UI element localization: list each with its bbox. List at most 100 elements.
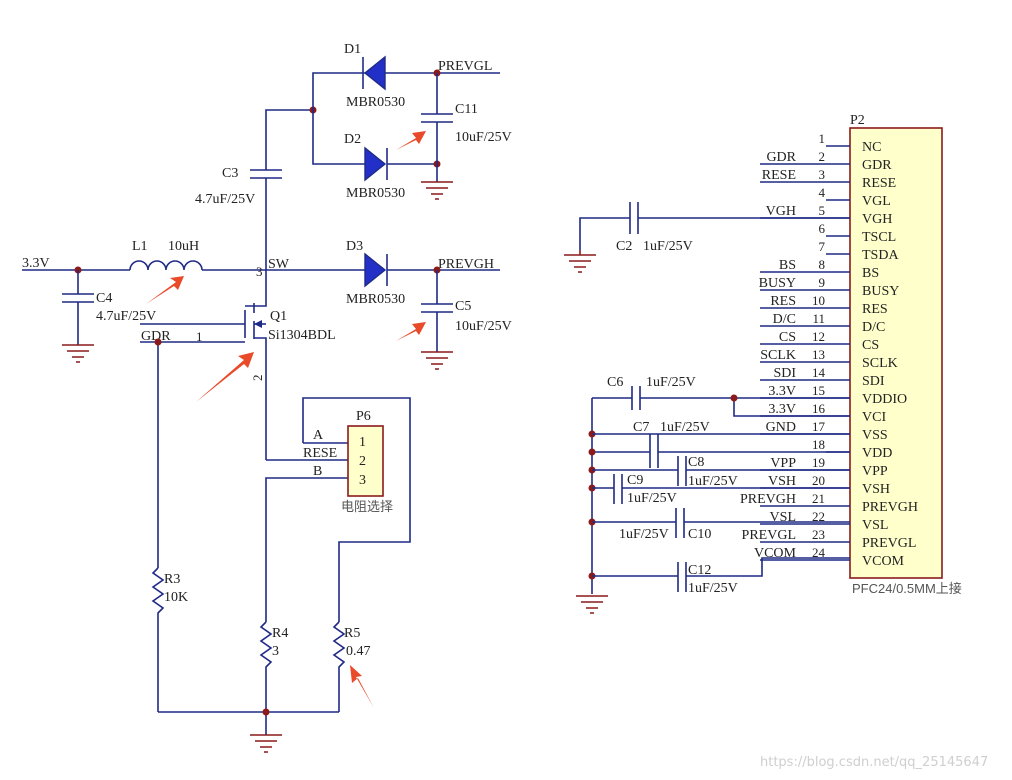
wire-c4	[62, 270, 94, 345]
d2-ref: D2	[344, 132, 361, 147]
annotation-arrow-c5	[396, 322, 426, 341]
p2-pin-name: RESE	[862, 176, 896, 191]
watermark: https://blog.csdn.net/qq_25145647	[760, 755, 988, 770]
c12-value: 1uF/25V	[688, 581, 738, 596]
wire-p6-b	[265, 477, 348, 622]
c4-ref: C4	[96, 291, 112, 306]
wire-gdr	[140, 341, 245, 568]
annotation-arrow-q1	[196, 352, 254, 402]
p2-pin-number: 21	[812, 491, 825, 506]
c9-ref: C9	[627, 473, 643, 488]
c7-ref: C7	[633, 420, 649, 435]
p2-pin-name: GDR	[862, 158, 892, 173]
p2-pin-number: 17	[812, 419, 826, 434]
p2-pin-name: PREVGH	[862, 500, 918, 515]
p2-pin-number: 10	[812, 293, 825, 308]
p6-pin1: 1	[359, 435, 366, 450]
junction-gdr	[154, 338, 162, 346]
p2-pin-number: 24	[812, 545, 826, 560]
annotation-arrow-l1	[146, 276, 184, 304]
p2-pin-number: 7	[819, 239, 826, 254]
wire-c2	[579, 202, 850, 250]
diode-d2	[364, 146, 387, 182]
p2-pin-name: VCI	[862, 410, 886, 425]
junction-c7b	[588, 448, 596, 456]
p2-net-label: SCLK	[760, 348, 796, 363]
p6-label-b: B	[313, 464, 322, 479]
c7-value: 1uF/25V	[660, 420, 710, 435]
c3-value: 4.7uF/25V	[195, 192, 255, 207]
p2-pin-name: VGH	[862, 212, 892, 227]
p2-pin-name: VCOM	[862, 554, 905, 569]
net-label-prevgh: PREVGH	[438, 257, 494, 272]
wire-c10	[592, 508, 850, 538]
p2-net-label: PREVGH	[740, 492, 796, 507]
ground-symbol-c2	[564, 250, 596, 273]
p2-net-label: GDR	[766, 150, 796, 165]
p2-net-label: RES	[770, 294, 796, 309]
p2-net-label: D/C	[773, 312, 796, 327]
p2-pin-name: TSCL	[862, 230, 896, 245]
c2-ref: C2	[616, 239, 632, 254]
p2-pin-number: 14	[812, 365, 826, 380]
wire-c6	[592, 386, 850, 417]
c6-ref: C6	[607, 375, 623, 390]
wire-sw-c3	[250, 109, 313, 270]
p2-net-label: PREVGL	[742, 528, 796, 543]
wire-c12	[592, 557, 850, 592]
p2-pin-name: VDDIO	[862, 392, 907, 407]
p2-pin-number: 9	[819, 275, 826, 290]
p2-pin-number: 3	[819, 167, 826, 182]
q1-value: Si1304BDL	[268, 328, 336, 343]
p2-pin-name: BS	[862, 266, 879, 281]
ground-symbol-cap-bus	[576, 595, 608, 614]
p2-net-label: 3.3V	[768, 402, 796, 417]
d3-value: MBR0530	[346, 292, 405, 307]
p2-pin-number: 20	[812, 473, 825, 488]
c10-value: 1uF/25V	[619, 527, 669, 542]
l1-ref: L1	[132, 239, 148, 254]
p2-pin-number: 13	[812, 347, 825, 362]
wire-c9	[592, 474, 850, 504]
p6-pin2: 2	[359, 454, 366, 469]
p2-pin-name: VSL	[862, 518, 888, 533]
c11-value: 10uF/25V	[455, 130, 512, 145]
p2-pin-number: 23	[812, 527, 825, 542]
diode-d3	[364, 252, 387, 288]
p2-pin-number: 12	[812, 329, 825, 344]
annotation-arrow-r5	[350, 665, 374, 708]
c5-value: 10uF/25V	[455, 319, 512, 334]
p2-pin-number: 8	[819, 257, 826, 272]
p2-pin-name: RES	[862, 302, 888, 317]
ground-symbol-c5	[421, 351, 453, 370]
mosfet-q1	[140, 270, 267, 460]
junction-bottom	[262, 708, 270, 716]
d1-value: MBR0530	[346, 95, 405, 110]
c8-value: 1uF/25V	[688, 474, 738, 489]
net-label-prevgl: PREVGL	[438, 59, 492, 74]
wire-c8	[592, 456, 850, 486]
p2-pin-number: 5	[819, 203, 826, 218]
p2-pin-number: 2	[819, 149, 826, 164]
net-label-rese: RESE	[303, 446, 337, 461]
connector-p6	[347, 425, 384, 497]
p6-caption: 电阻选择	[341, 499, 393, 514]
d3-ref: D3	[346, 239, 363, 254]
p2-pin-number: 4	[819, 185, 826, 200]
r5-ref: R5	[344, 626, 360, 641]
p2-pin-number: 15	[812, 383, 825, 398]
p2-pin-number: 16	[812, 401, 826, 416]
c2-value: 1uF/25V	[643, 239, 693, 254]
ground-symbol-bottom	[250, 734, 282, 753]
p2-net-label: RESE	[762, 168, 796, 183]
p2-ref: P2	[850, 113, 865, 128]
diode-d1	[363, 55, 386, 91]
p2-pin-name: SDI	[862, 374, 885, 389]
p2-pin-name: VSS	[862, 428, 888, 443]
c12-ref: C12	[688, 563, 711, 578]
p2-net-label: CS	[779, 330, 796, 345]
p2-pin-name: SCLK	[862, 356, 898, 371]
c9-value: 1uF/25V	[627, 491, 677, 506]
r3-ref: R3	[164, 572, 180, 587]
